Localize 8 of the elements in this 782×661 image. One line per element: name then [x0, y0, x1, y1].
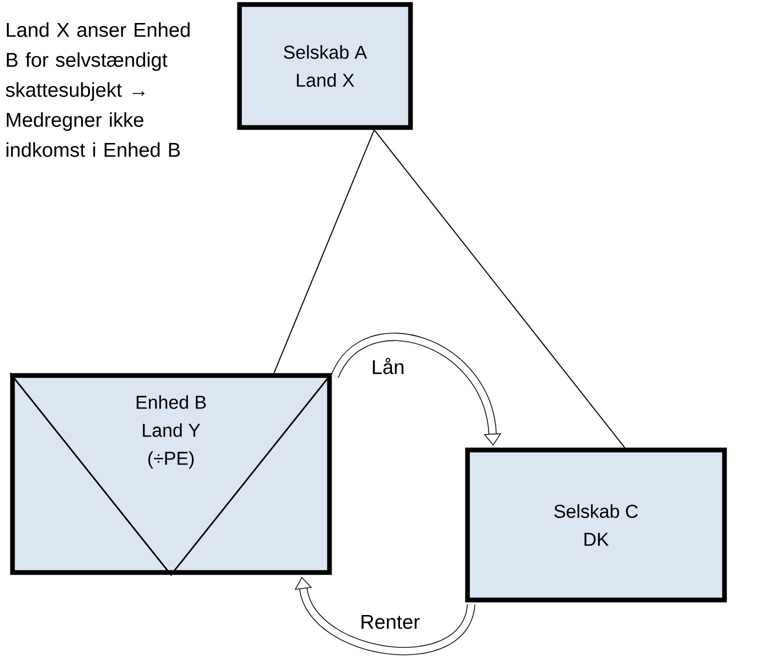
envelope-box: Enhed B Land Y (÷PE) — [10, 372, 332, 576]
edge-label: Lån — [372, 358, 404, 374]
entity-box: Selskab C DK — [465, 448, 727, 602]
connector-line — [374, 130, 626, 448]
connector-line — [273, 130, 375, 374]
note-text: Land X anser Enhed B for selvstændigt skattesubjekt → Medregner ikke indkomst i Enhed B — [6, 22, 190, 157]
entity-box: Selskab A Land X — [237, 2, 413, 130]
edge-label: Renter — [362, 615, 420, 629]
